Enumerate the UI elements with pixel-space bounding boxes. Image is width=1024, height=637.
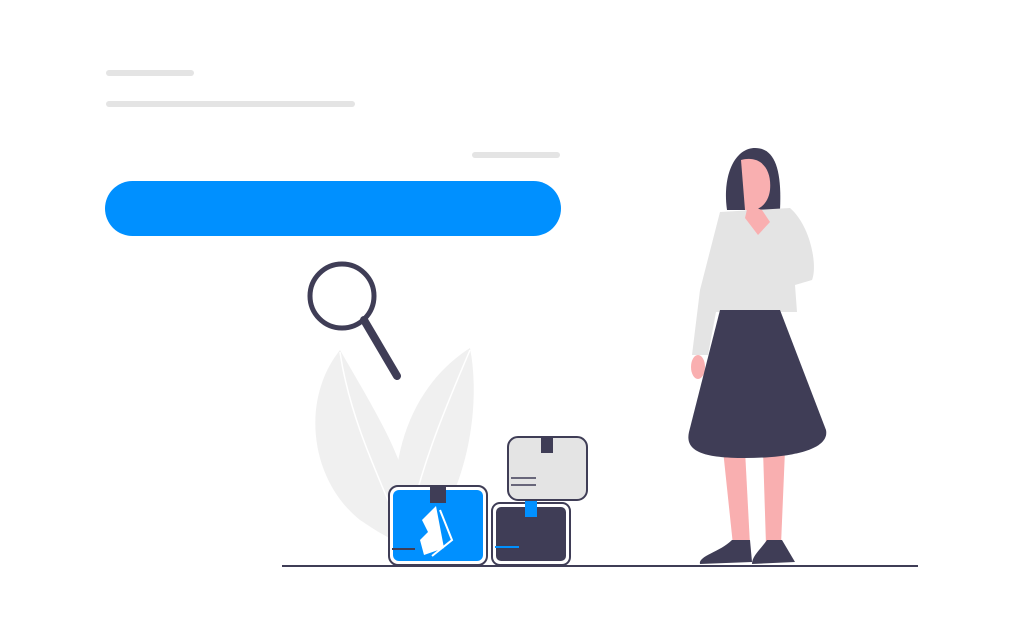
magnifier-icon	[307, 261, 401, 380]
search-bar[interactable]	[105, 181, 561, 236]
package-box-light	[507, 436, 588, 501]
package-box-dark	[491, 500, 571, 566]
placeholder-line-right	[472, 152, 560, 158]
package-box-blue	[388, 485, 488, 566]
placeholder-line-long	[106, 101, 355, 107]
placeholder-line-short	[106, 70, 194, 76]
person-figure	[688, 148, 827, 564]
